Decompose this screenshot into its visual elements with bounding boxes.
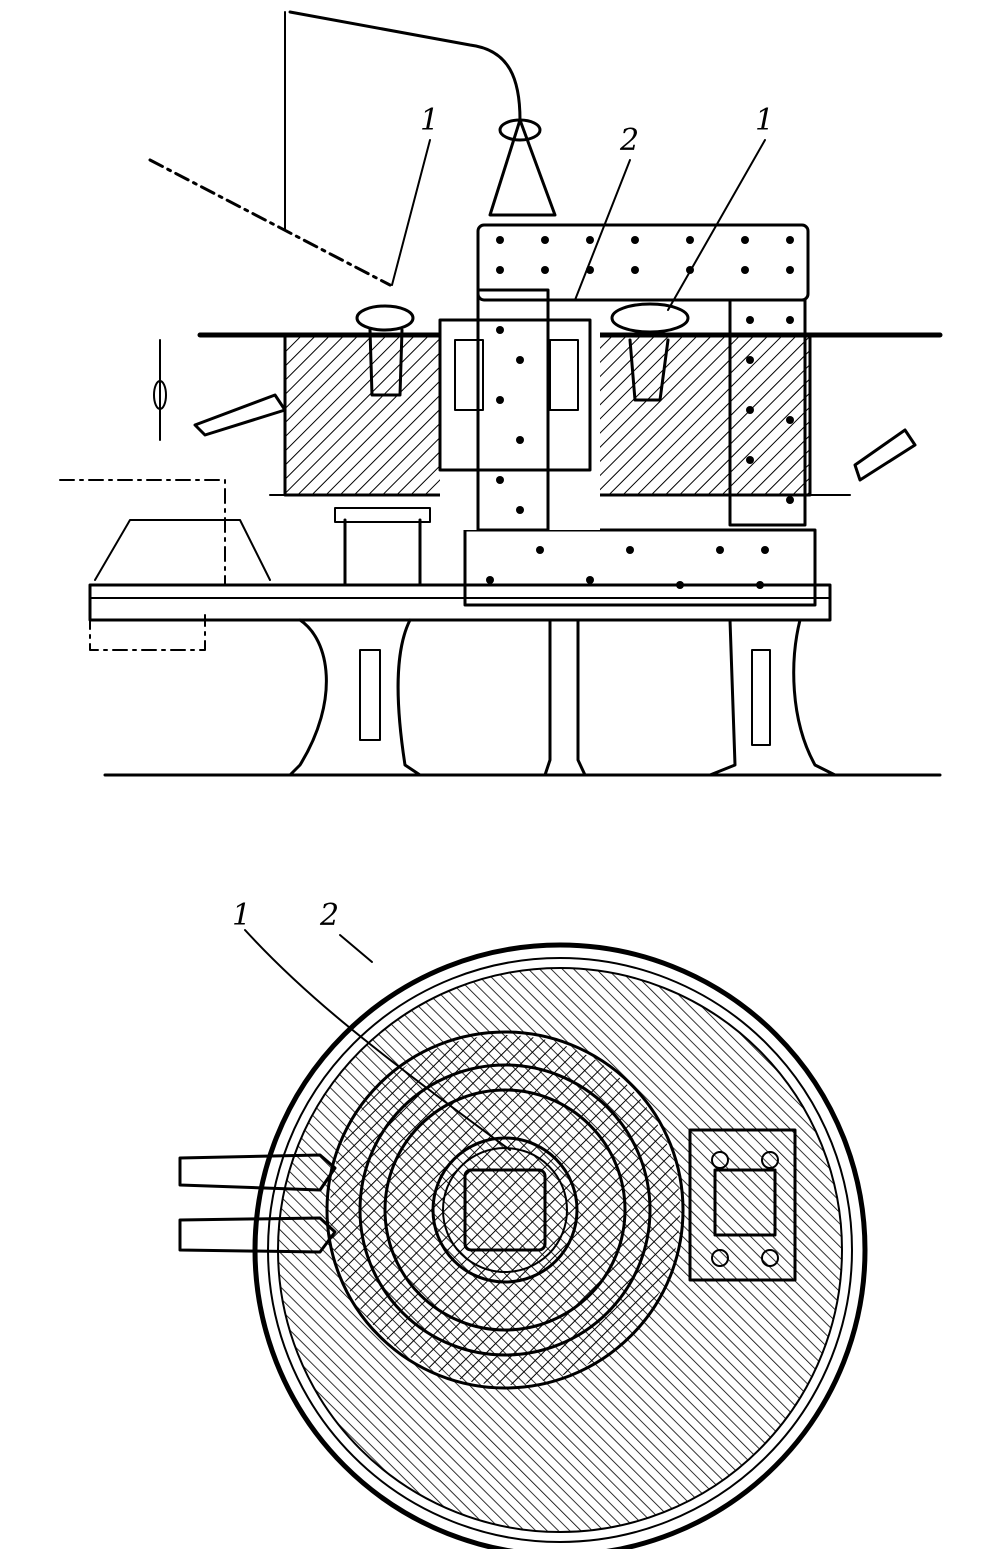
middle-stand [543, 618, 587, 777]
hub-bore-inner [442, 1147, 568, 1273]
tong-lower [178, 1216, 337, 1254]
gear-roller-top-left [711, 1151, 729, 1169]
machine-stands [288, 618, 837, 777]
right-gear-column [728, 298, 807, 527]
side-section-view: 1 2 1 [59, 10, 943, 777]
lower-gear-housing [463, 528, 817, 607]
bearing-cutout [440, 300, 600, 530]
right-stand-slot [751, 649, 771, 746]
gear-roller-top-right [761, 1151, 779, 1169]
small-valve-body [153, 380, 167, 410]
control-lever [148, 158, 392, 287]
mold-cup-left [368, 328, 404, 397]
gear-roller-bottom-left [711, 1249, 729, 1267]
central-shaft [476, 288, 550, 532]
hopper-outline [94, 519, 271, 581]
left-stand [288, 618, 422, 777]
mold-cup-right [628, 338, 670, 402]
inner-ring-outer [325, 1030, 685, 1390]
label-1-right: 1 [755, 103, 774, 138]
base-table [88, 583, 832, 622]
mold-cap-left [355, 304, 415, 332]
leader-2 [574, 159, 631, 301]
pedestal-cap [334, 507, 431, 523]
feed-distributor [488, 118, 557, 217]
inner-ring-gap [358, 1063, 652, 1357]
label-1-left: 1 [420, 103, 439, 138]
mold-cap-right [610, 302, 690, 334]
label-2-plan: 2 [319, 898, 339, 933]
right-stand [708, 618, 837, 777]
feed-pipe [288, 10, 522, 122]
collector-dashed [89, 614, 206, 651]
leader-plan-1 [244, 929, 511, 1151]
bearing-right [549, 339, 579, 411]
hopper-dashed [59, 479, 226, 586]
gear-roller-bottom-right [761, 1249, 779, 1267]
discharge-chute-right [853, 428, 917, 482]
bearing-housing [438, 318, 592, 472]
bearing-left [454, 339, 484, 411]
upper-gearbox [476, 223, 810, 302]
gear-block [713, 1168, 777, 1237]
leader-plan-2 [339, 934, 373, 963]
pedestal [343, 518, 422, 587]
hub-hatched [383, 1088, 627, 1332]
tong-upper [178, 1153, 337, 1192]
bolt-holes [486, 236, 794, 589]
feed-coupling [498, 118, 542, 142]
square-shaft [463, 1168, 547, 1252]
label-1-plan: 1 [232, 898, 251, 933]
inner-ring-hatch [330, 1035, 680, 1385]
plan-view: 1 2 [178, 898, 868, 1549]
left-stand-slot [359, 649, 381, 741]
discharge-chute-left [193, 393, 287, 437]
leader-1-left [391, 139, 431, 286]
gear-box [688, 1128, 797, 1282]
hub-bore [431, 1136, 579, 1284]
leader-1-right [667, 139, 766, 311]
label-2-top: 2 [619, 123, 639, 158]
